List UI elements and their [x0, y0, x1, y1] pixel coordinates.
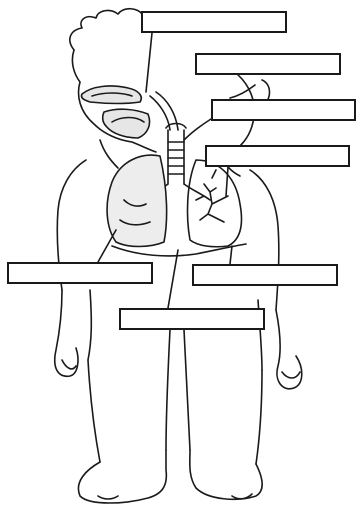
- label-box-1[interactable]: [141, 11, 287, 33]
- left-foot: [78, 450, 166, 503]
- trachea: [168, 130, 184, 184]
- label-box-4[interactable]: [205, 145, 350, 167]
- label-box-3[interactable]: [211, 99, 356, 121]
- right-hand-fingers: [282, 372, 300, 378]
- leader-line-7: [168, 250, 178, 308]
- trachea-rings: [168, 142, 184, 174]
- label-box-6[interactable]: [192, 264, 338, 286]
- bronchial-tree: [196, 170, 228, 222]
- left-arm: [55, 290, 78, 376]
- right-leg-outer: [256, 370, 262, 464]
- leader-line-4: [226, 167, 228, 196]
- neck-outline-left: [100, 140, 118, 168]
- hair-outline: [70, 9, 142, 50]
- left-leg-outer: [88, 360, 100, 462]
- right-foot: [190, 450, 262, 499]
- leader-line-6: [230, 246, 232, 264]
- nasal-cavity: [81, 86, 141, 104]
- left-lung: [107, 155, 167, 246]
- label-box-5[interactable]: [7, 262, 153, 284]
- left-toes: [98, 496, 118, 499]
- left-inner-arm: [88, 290, 91, 360]
- left-leg-inner: [166, 330, 170, 450]
- label-box-2[interactable]: [195, 53, 341, 75]
- leader-line-1: [146, 33, 152, 92]
- right-leg-inner: [184, 330, 190, 450]
- torso-right: [250, 170, 279, 310]
- label-box-7[interactable]: [119, 308, 265, 330]
- leader-line-3: [184, 119, 211, 140]
- left-hand-fingers: [62, 360, 76, 369]
- mouth-cavity: [103, 109, 150, 138]
